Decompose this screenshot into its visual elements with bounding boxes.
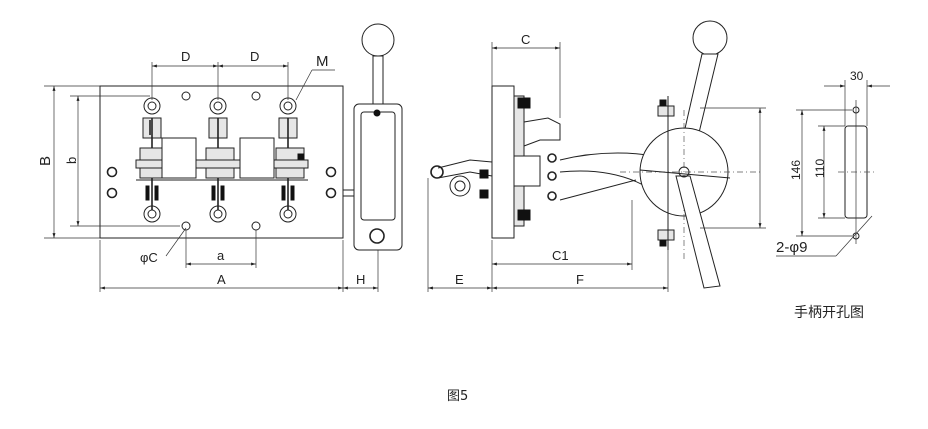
label-E: E [455,272,464,287]
label-holes: 2-φ9 [776,239,807,256]
label-30: 30 [850,69,864,83]
label-phiC: φC [140,250,158,265]
handle-mechanism [620,20,766,289]
label-C: C [521,32,530,47]
label-H: H [356,272,365,287]
mount-holes-left [106,166,337,199]
front-view [44,62,379,292]
label-F: F [576,272,584,287]
hole-drawing-caption: 手柄开孔图 [794,305,864,321]
figure-caption: 图5 [447,389,469,404]
label-M: M [316,53,329,70]
front-dimensions [44,62,379,292]
label-D2: D [250,49,259,64]
handle-hole-drawing [776,80,890,257]
label-a: a [217,248,225,263]
label-C1: C1 [552,248,569,263]
label-146: 146 [789,160,803,180]
label-A: A [217,272,226,287]
handle-front [343,23,403,251]
label-D1: D [181,49,190,64]
side-view [427,42,669,292]
label-b: b [64,157,79,164]
label-110: 110 [813,159,827,178]
label-B: B [37,156,54,166]
